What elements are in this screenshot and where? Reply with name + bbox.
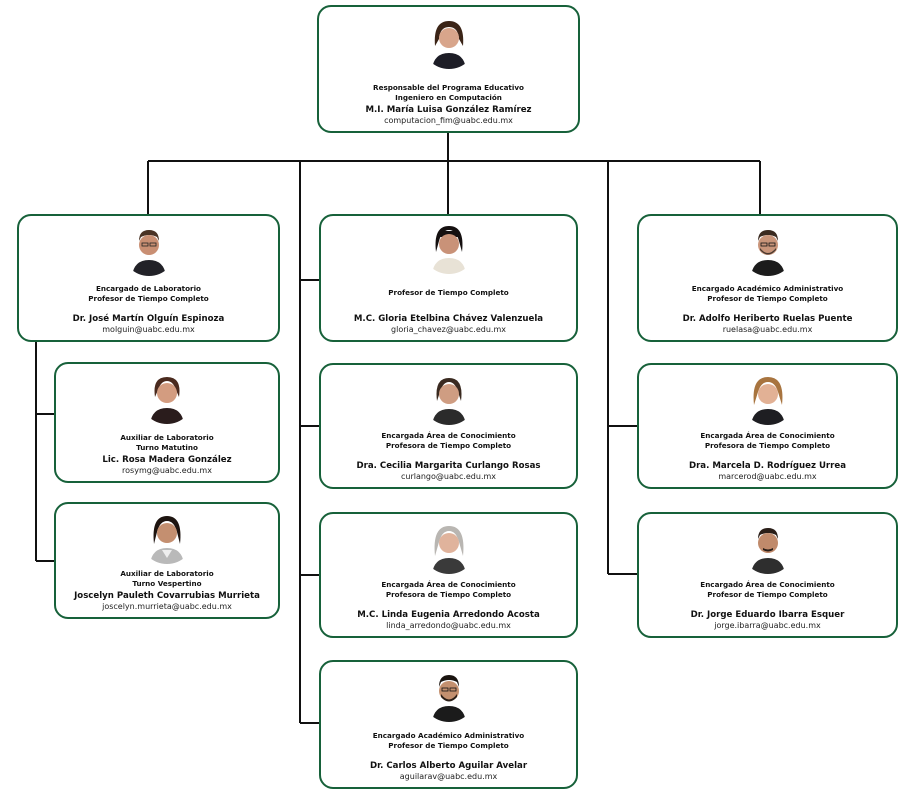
person-photo: [421, 668, 476, 722]
role-title: Profesor de Tiempo Completo: [388, 288, 509, 297]
person-email: jorge.ibarra@uabc.edu.mx: [714, 621, 821, 630]
person-photo: [421, 220, 476, 274]
person-name: M.I. María Luisa González Ramírez: [365, 105, 532, 115]
role-subtitle: Profesor de Tiempo Completo: [707, 294, 828, 303]
role-title: Encargado Académico Administrativo: [372, 731, 525, 740]
person-name: Dra. Cecilia Margarita Curlango Rosas: [356, 461, 541, 471]
role-title: Encargada Área de Conocimiento: [381, 431, 516, 440]
person-name: Dr. Jorge Eduardo Ibarra Esquer: [690, 610, 845, 620]
card-text: Encargado Área de Conocimiento Profesor …: [643, 580, 892, 631]
org-card-lab-assistant-morning: Auxiliar de Laboratorio Turno Matutino L…: [54, 362, 280, 483]
role-subtitle: Turno Matutino: [136, 443, 198, 452]
person-photo: [740, 222, 795, 276]
role-subtitle: Profesor de Tiempo Completo: [88, 294, 209, 303]
org-card-faculty-arredondo: Encargada Área de Conocimiento Profesora…: [319, 512, 578, 638]
role-subtitle: Profesora de Tiempo Completo: [385, 441, 512, 450]
person-email: rosymg@uabc.edu.mx: [122, 466, 212, 475]
person-email: linda_arredondo@uabc.edu.mx: [386, 621, 511, 630]
person-name: Dr. Adolfo Heriberto Ruelas Puente: [682, 314, 853, 324]
person-name: Dr. José Martín Olguín Espinoza: [72, 314, 225, 324]
person-name: Dr. Carlos Alberto Aguilar Avelar: [369, 761, 528, 771]
card-text: Profesor de Tiempo Completo M.C. Gloria …: [325, 288, 572, 335]
person-photo: [421, 520, 476, 574]
role-title: Encargada Área de Conocimiento: [381, 580, 516, 589]
role-subtitle: Profesora de Tiempo Completo: [704, 441, 831, 450]
role-subtitle: Turno Vespertino: [132, 579, 202, 588]
card-text: Encargada Área de Conocimiento Profesora…: [325, 431, 572, 482]
person-email: ruelasa@uabc.edu.mx: [722, 325, 813, 334]
person-name: M.C. Linda Eugenia Arredondo Acosta: [357, 610, 540, 620]
person-photo: [140, 370, 194, 424]
person-name: Joscelyn Pauleth Covarrubias Murrieta: [74, 591, 260, 601]
org-card-faculty-aguilar: Encargado Académico Administrativo Profe…: [319, 660, 578, 789]
org-card-faculty-rodriguez: Encargada Área de Conocimiento Profesora…: [637, 363, 898, 489]
person-name: M.C. Gloria Etelbina Chávez Valenzuela: [353, 314, 544, 324]
person-photo: [740, 520, 795, 574]
card-text: Encargado Académico Administrativo Profe…: [325, 731, 572, 782]
person-photo: [121, 222, 176, 276]
person-photo: [421, 371, 476, 425]
card-text: Encargada Área de Conocimiento Profesora…: [325, 580, 572, 631]
role-title: Encargado Área de Conocimiento: [700, 580, 835, 589]
org-card-lab-head: Encargado de Laboratorio Profesor de Tie…: [17, 214, 280, 342]
card-text: Encargado Académico Administrativo Profe…: [643, 284, 892, 335]
person-name: Lic. Rosa Madera González: [102, 455, 232, 465]
org-card-program-head: Responsable del Programa Educativo Ingen…: [317, 5, 580, 133]
role-title: Encargada Área de Conocimiento: [700, 431, 835, 440]
person-email: joscelyn.murrieta@uabc.edu.mx: [102, 602, 232, 611]
role-subtitle: Profesora de Tiempo Completo: [385, 590, 512, 599]
person-photo: [740, 371, 795, 425]
org-card-faculty-chavez: Profesor de Tiempo Completo M.C. Gloria …: [319, 214, 578, 342]
person-photo: [140, 510, 194, 564]
role-title: Auxiliar de Laboratorio: [120, 569, 214, 578]
person-photo: [421, 15, 476, 69]
person-email: gloria_chavez@uabc.edu.mx: [391, 325, 506, 334]
org-card-lab-assistant-evening: Auxiliar de Laboratorio Turno Vespertino…: [54, 502, 280, 619]
card-text: Responsable del Programa Educativo Ingen…: [323, 83, 574, 126]
card-text: Encargada Área de Conocimiento Profesora…: [643, 431, 892, 482]
org-card-faculty-curlango: Encargada Área de Conocimiento Profesora…: [319, 363, 578, 489]
role-title: Encargado Académico Administrativo: [691, 284, 844, 293]
org-card-admin-ruelas: Encargado Académico Administrativo Profe…: [637, 214, 898, 342]
card-text: Encargado de Laboratorio Profesor de Tie…: [23, 284, 274, 335]
person-email: aguilarav@uabc.edu.mx: [399, 772, 498, 781]
role-subtitle: Profesor de Tiempo Completo: [388, 741, 509, 750]
person-email: molguin@uabc.edu.mx: [102, 325, 195, 334]
person-email: curlango@uabc.edu.mx: [400, 472, 497, 481]
person-email: marcerod@uabc.edu.mx: [718, 472, 817, 481]
card-text: Auxiliar de Laboratorio Turno Vespertino…: [60, 569, 274, 612]
role-title: Auxiliar de Laboratorio: [120, 433, 214, 442]
role-subtitle: Ingeniero en Computación: [395, 93, 502, 102]
role-title: Responsable del Programa Educativo: [373, 83, 524, 92]
role-title: Encargado de Laboratorio: [95, 284, 201, 293]
card-text: Auxiliar de Laboratorio Turno Matutino L…: [60, 433, 274, 476]
org-card-faculty-ibarra: Encargado Área de Conocimiento Profesor …: [637, 512, 898, 638]
role-subtitle: Profesor de Tiempo Completo: [707, 590, 828, 599]
person-name: Dra. Marcela D. Rodríguez Urrea: [688, 461, 847, 471]
person-email: computacion_fim@uabc.edu.mx: [384, 116, 513, 125]
